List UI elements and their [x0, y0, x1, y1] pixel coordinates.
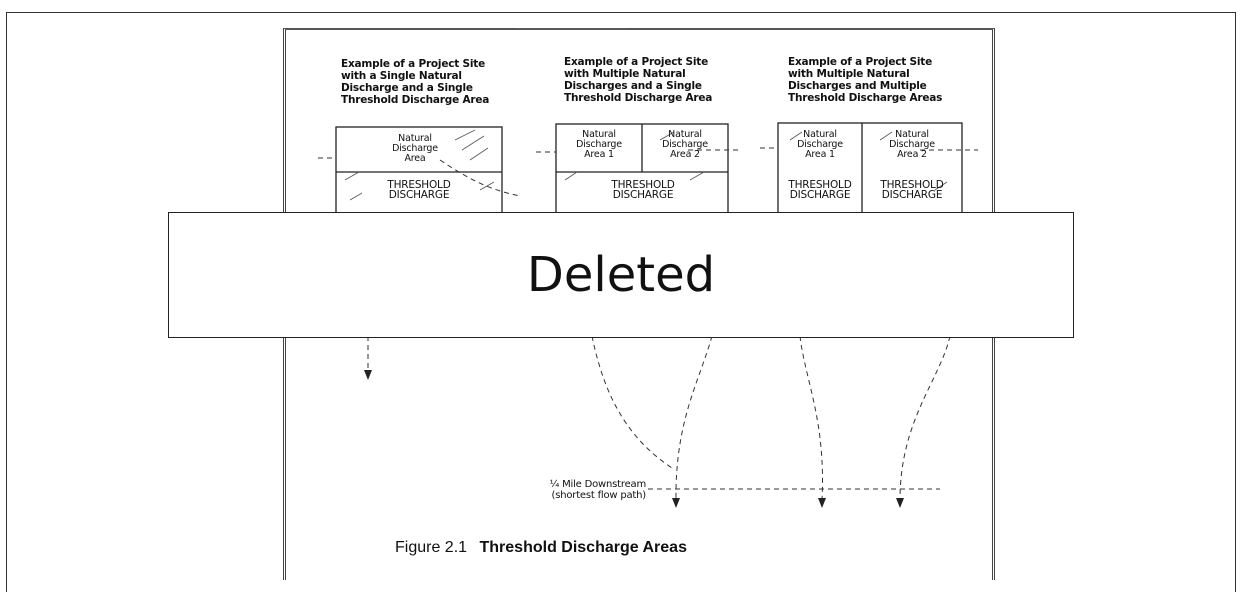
site2-flow-path-right — [675, 335, 713, 501]
site3-threshold1-label: THRESHOLD DISCHARGE — [788, 179, 852, 201]
site3-arrowhead-left — [818, 498, 826, 508]
figure-title: Threshold Discharge Areas — [479, 539, 687, 556]
heading-site-3: Example of a Project Site with Multiple … — [788, 56, 943, 104]
site2-threshold-label: THRESHOLD DISCHARGE — [611, 179, 675, 201]
heading-site-1: Example of a Project Site with a Single … — [341, 58, 490, 106]
outer-frame — [6, 12, 1236, 592]
threshold-discharge-diagram — [318, 122, 978, 508]
site1-natural-label: Natural Discharge Area — [392, 133, 438, 164]
deleted-text: Deleted — [526, 247, 716, 303]
downstream-label: ¼ Mile Downstream (shortest flow path) — [549, 479, 647, 501]
site3-natural1-label: Natural Discharge Area 1 — [797, 129, 843, 160]
figure-number: Figure 2.1 — [395, 539, 468, 556]
site3-flow-path-left — [799, 335, 823, 501]
site1-outflow — [439, 159, 521, 197]
site3-threshold2-label: THRESHOLD DISCHARGE — [880, 179, 944, 201]
figure-caption: Figure 2.1 Threshold Discharge Areas — [395, 539, 875, 557]
site1-arrowhead — [364, 370, 372, 380]
site2-flow-path-left — [591, 335, 673, 469]
site3-natural2-label: Natural Discharge Area 2 — [889, 129, 935, 160]
scan-artifact — [516, 22, 626, 29]
heading-site-2: Example of a Project Site with Multiple … — [564, 56, 713, 104]
site3-flow-path-right — [899, 335, 951, 501]
site2-natural2-label: Natural Discharge Area 2 — [662, 129, 708, 160]
site2-arrowhead — [672, 498, 680, 508]
site3-arrowhead-right — [896, 498, 904, 508]
deleted-overlay-box: Deleted — [168, 212, 1074, 338]
site1-threshold-label: THRESHOLD DISCHARGE — [387, 179, 451, 201]
site2-natural1-label: Natural Discharge Area 1 — [576, 129, 622, 160]
